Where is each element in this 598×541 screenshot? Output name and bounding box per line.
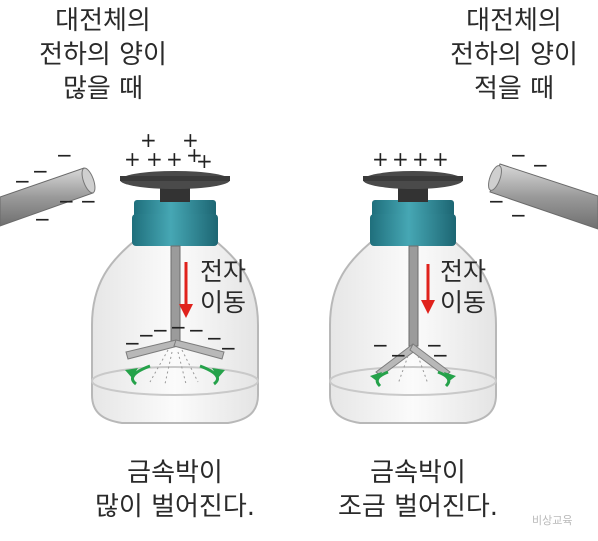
left-cap-body: [132, 214, 218, 246]
right-cap-top: [372, 200, 454, 218]
right-electron-flow-label: 전자 이동: [440, 256, 486, 318]
right-flow-label-line2: 이동: [440, 288, 487, 317]
right-electron-flow-arrow: [421, 300, 435, 314]
left-electroscope: −−− −−− ++ +++++ −−− −−−−: [0, 128, 259, 424]
svg-text:−: −: [510, 143, 527, 167]
svg-text:+: +: [372, 147, 389, 171]
svg-text:+: +: [124, 147, 141, 171]
svg-text:−: −: [34, 207, 51, 231]
left-top-label: 대전체의 전하의 양이 많을 때: [8, 4, 198, 106]
right-bottom-label: 금속박이 조금 벌어진다.: [318, 456, 518, 524]
right-leaf-negative-charges: −− −−: [372, 333, 449, 367]
left-spread-arrow-right: [199, 364, 219, 386]
svg-text:+: +: [432, 147, 449, 171]
svg-text:−: −: [80, 189, 97, 213]
svg-text:−: −: [124, 331, 141, 355]
svg-text:−: −: [152, 318, 169, 342]
left-bottom-label: 금속박이 많이 벌어진다.: [70, 456, 280, 524]
left-electron-flow-label: 전자 이동: [200, 256, 246, 318]
right-top-label-line2: 전하의 양이: [450, 40, 578, 70]
left-electron-flow-arrow: [179, 304, 193, 318]
svg-text:−: −: [58, 189, 75, 213]
left-rod-negative-charges: −−− −−−: [14, 143, 97, 231]
left-top-label-line1: 대전체의: [55, 6, 151, 36]
svg-text:−: −: [510, 203, 527, 227]
svg-text:+: +: [196, 149, 213, 173]
svg-text:−: −: [532, 153, 549, 177]
right-top-label: 대전체의 전하의 양이 적을 때: [430, 4, 598, 106]
svg-text:−: −: [170, 315, 187, 339]
right-bottom-label-line2: 조금 벌어진다.: [337, 492, 499, 522]
right-top-label-line3: 적을 때: [473, 74, 555, 104]
left-cap-top: [134, 200, 216, 218]
svg-text:+: +: [392, 147, 409, 171]
left-charged-rod: [0, 167, 96, 227]
svg-text:−: −: [390, 343, 407, 367]
left-plate-positive-charges: ++ +++++: [124, 128, 213, 173]
svg-text:−: −: [14, 169, 31, 193]
svg-text:−: −: [220, 336, 237, 360]
right-rod-negative-charges: −− −−: [488, 143, 549, 227]
right-metal-leaves: [375, 343, 451, 377]
left-bottom-label-line1: 금속박이: [127, 458, 223, 488]
left-bottom-label-line2: 많이 벌어진다.: [94, 492, 256, 522]
left-leaf-negative-charges: −−− −−−−: [124, 315, 237, 360]
left-bottle-base: [91, 366, 259, 396]
right-charged-rod: [488, 163, 598, 230]
svg-text:+: +: [412, 147, 429, 171]
right-metal-rod: [408, 245, 419, 347]
right-bottle-base: [329, 366, 497, 396]
left-spread-arrow-left: [131, 364, 151, 386]
svg-text:−: −: [426, 333, 443, 357]
left-flow-label-line1: 전자: [200, 257, 247, 286]
svg-text:+: +: [140, 128, 157, 152]
svg-text:+: +: [146, 147, 163, 171]
left-top-label-line2: 전하의 양이: [39, 40, 167, 70]
svg-text:+: +: [186, 143, 203, 167]
svg-text:−: −: [188, 318, 205, 342]
svg-text:−: −: [206, 326, 223, 350]
svg-text:+: +: [166, 147, 183, 171]
watermark: 비상교육: [532, 514, 573, 527]
svg-text:−: −: [56, 143, 73, 167]
svg-text:−: −: [138, 323, 155, 347]
right-bottom-label-line1: 금속박이: [370, 458, 466, 488]
right-top-label-line1: 대전체의: [466, 6, 562, 36]
left-top-label-line3: 많을 때: [62, 74, 144, 104]
right-plate-positive-charges: ++++: [372, 147, 449, 171]
left-metal-leaves: [125, 339, 225, 360]
left-motion-dots: [149, 349, 199, 385]
svg-text:−: −: [32, 159, 49, 183]
svg-text:−: −: [488, 189, 505, 213]
right-flow-label-line1: 전자: [440, 257, 487, 286]
right-electroscope: −− −− ++++ −− −−: [329, 143, 598, 424]
svg-text:−: −: [372, 333, 389, 357]
svg-text:+: +: [182, 128, 199, 152]
right-cap-body: [370, 214, 456, 246]
left-flow-label-line2: 이동: [200, 288, 247, 317]
svg-text:−: −: [432, 343, 449, 367]
